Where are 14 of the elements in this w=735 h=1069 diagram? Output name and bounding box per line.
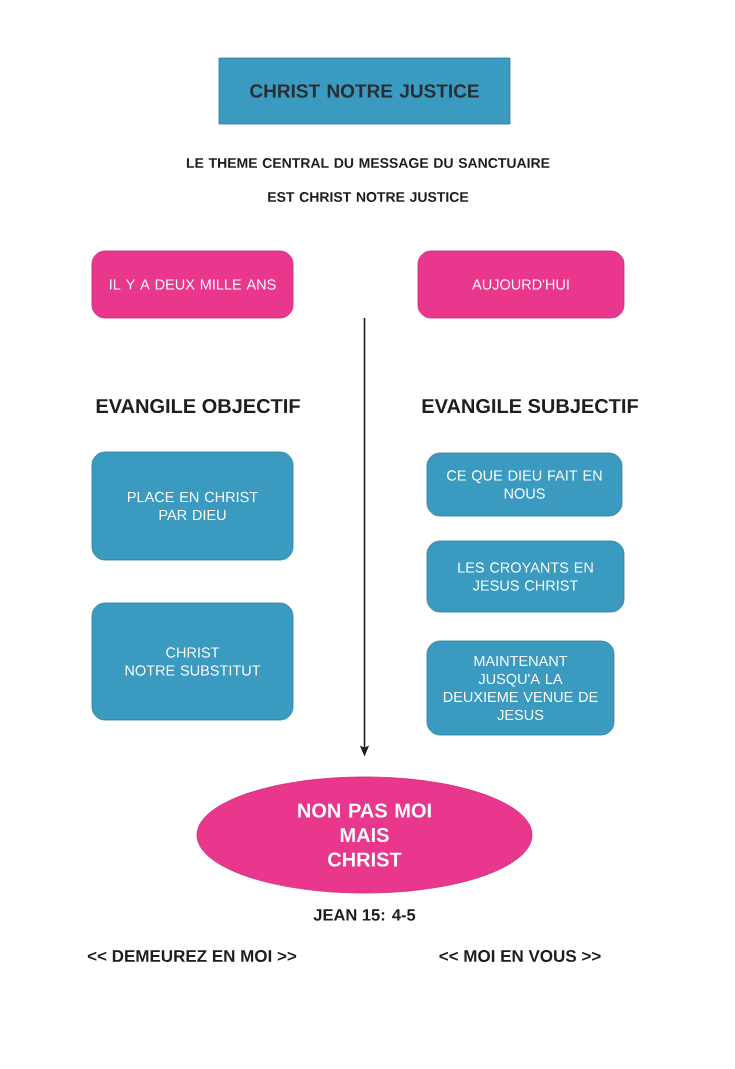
rounded-box: PLACE EN CHRIST PAR DIEU	[91, 451, 294, 561]
rounded-box: CHRIST NOTRE SUBSTITUT	[91, 602, 294, 721]
reference-text: JEAN 15: 4-5	[313, 909, 416, 921]
rounded-box: LES CROYANTS EN JESUS CHRIST	[426, 540, 625, 613]
subtitle-text: LE THEME CENTRAL DU MESSAGE DU SANCTUAIRE EST CHRIST NOTRE JUSTICE	[186, 158, 550, 202]
rounded-box: CE QUE DIEU FAIT EN NOUS	[426, 452, 623, 517]
rounded-box: MAINTENANT JUSQU'A LA DEUXIEME VENUE DE JESUS	[426, 640, 615, 736]
rounded-box: AUJOURD'HUI	[417, 250, 625, 319]
quote-text: << DEMEUREZ EN MOI >>	[87, 950, 297, 963]
column-heading: EVANGILE OBJECTIF	[96, 398, 300, 414]
title-banner: CHRIST NOTRE JUSTICE	[218, 57, 511, 125]
quote-text: << MOI EN VOUS >>	[439, 950, 601, 963]
rounded-box: IL Y A DEUX MILLE ANS	[91, 250, 294, 319]
column-heading: EVANGILE SUBJECTIF	[422, 398, 638, 414]
